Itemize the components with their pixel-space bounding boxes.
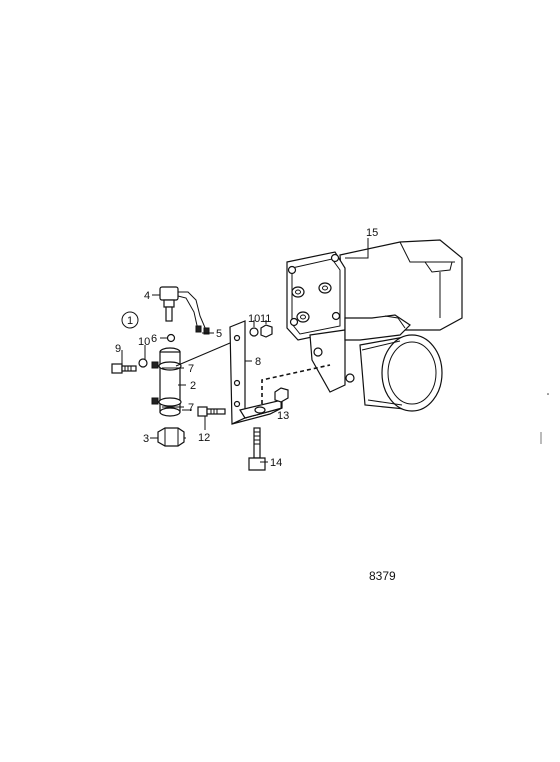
callout-2: 2 — [190, 380, 196, 392]
bolt-9 — [111, 363, 137, 374]
washer-10-left — [138, 358, 148, 368]
alignment-dashed-line — [261, 364, 331, 404]
scan-speck — [547, 393, 549, 395]
drawing-number: 8379 — [369, 569, 396, 583]
nut — [157, 427, 185, 447]
callout-1-circle — [121, 311, 139, 329]
callout-7-upper: 7 — [188, 363, 194, 375]
motor-housing-assembly — [286, 239, 463, 412]
callout-5: 5 — [216, 328, 222, 340]
callout-3: 3 — [143, 433, 149, 445]
callout-6: 6 — [151, 333, 157, 345]
callout-11: 11 — [260, 313, 271, 325]
bolt-14 — [248, 427, 266, 471]
callout-8: 8 — [255, 356, 261, 368]
nut-11 — [260, 324, 273, 338]
callout-7-lower: 7 — [188, 402, 194, 414]
callout-12: 12 — [198, 432, 210, 444]
sensor — [159, 286, 210, 335]
callout-10-left: 10 — [138, 336, 150, 348]
callout-14: 14 — [270, 457, 282, 469]
ball — [166, 333, 176, 343]
l-bracket — [229, 320, 283, 425]
callout-15: 15 — [366, 227, 378, 239]
callout-1: 1 — [127, 315, 133, 327]
leader-lines — [121, 238, 369, 463]
callout-13: 13 — [277, 410, 289, 422]
callout-9: 9 — [115, 343, 121, 355]
sleeve — [151, 347, 182, 417]
bolt-12 — [197, 406, 226, 417]
nut-13 — [274, 387, 289, 403]
callout-4: 4 — [144, 290, 150, 302]
callout-10-right: 10 — [248, 313, 260, 325]
washer-10-right — [249, 327, 259, 337]
